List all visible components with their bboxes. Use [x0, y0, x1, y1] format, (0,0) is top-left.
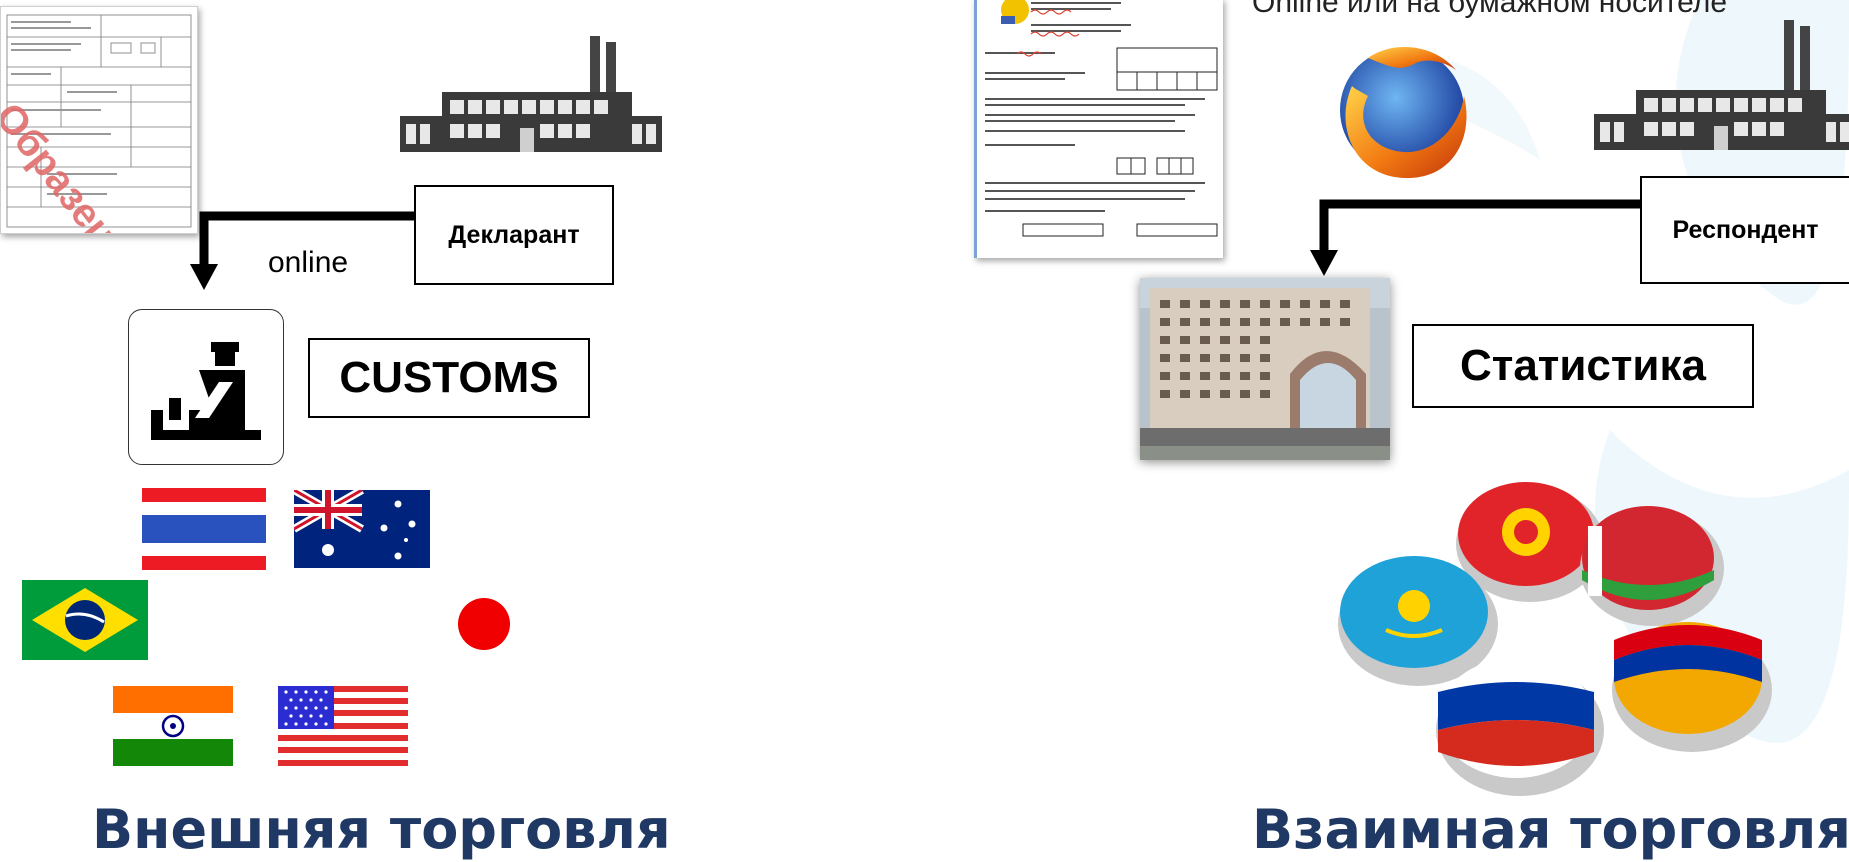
- india-flag: [113, 686, 233, 766]
- statistical-form-document: [974, 0, 1223, 258]
- building-illustration: [1140, 278, 1390, 460]
- respondent-label-box: Респондент: [1640, 176, 1849, 284]
- document-form-lines: [6, 14, 192, 228]
- kyrgyzstan-gear: [1456, 482, 1604, 602]
- customs-label-box: CUSTOMS: [308, 338, 590, 418]
- armenia-gear: [1612, 622, 1772, 752]
- statistical-form-lines: [985, 0, 1218, 237]
- customs-officer-icon: [128, 309, 284, 465]
- customs-officer-pictogram: [151, 342, 261, 440]
- customs-declaration-document: Образец: [0, 6, 198, 234]
- thailand-flag: [142, 488, 266, 570]
- belarus-gear: [1580, 506, 1724, 626]
- kazakhstan-gear: [1338, 556, 1498, 686]
- online-label: online: [268, 246, 349, 279]
- statistics-building-photo: [1140, 278, 1390, 460]
- arrow-declarant-to-customs: [190, 211, 416, 290]
- statistics-label-box: Статистика: [1412, 324, 1754, 408]
- firefox-browser-icon: [1340, 46, 1467, 179]
- factory-icon: [400, 36, 662, 152]
- russia-gear: [1436, 658, 1604, 796]
- brazil-flag: [22, 580, 148, 660]
- usa-flag: [278, 686, 408, 766]
- japan-flag-circle: [458, 598, 510, 650]
- foreign-trade-heading: Внешняя торговля: [92, 798, 671, 861]
- arrow-respondent-to-statistics: [1310, 199, 1642, 276]
- mutual-trade-heading: Взаимная торговля: [1252, 798, 1849, 861]
- declarant-label-box: Декларант: [414, 185, 614, 285]
- submission-method-caption: Online или на бумажном носителе: [1252, 0, 1728, 19]
- factory-icon-right: [1594, 20, 1849, 150]
- eaeu-gears-illustration: [1338, 482, 1772, 796]
- australia-flag: [294, 490, 430, 568]
